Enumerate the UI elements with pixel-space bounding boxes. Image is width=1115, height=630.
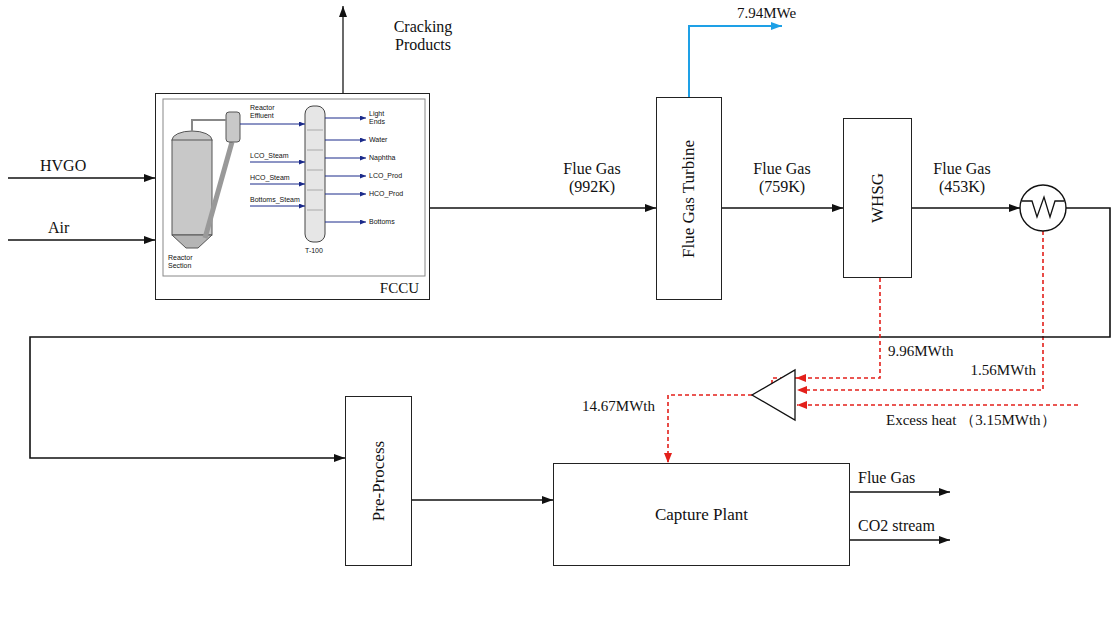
heat-exchanger-coil <box>1022 197 1064 217</box>
annotation-label: 1.56MWth <box>971 362 1036 379</box>
process-box: Capture Plant <box>553 463 850 566</box>
annotation-label: HCO_Prod <box>369 189 403 198</box>
illustration-frame <box>163 99 425 276</box>
annotation-label: Reactor Effluent <box>250 104 290 120</box>
flow-connector <box>412 499 553 501</box>
node-text: Flue Gas Turbine <box>679 139 699 257</box>
stream-arrows <box>240 118 366 222</box>
annotation-label: Air <box>48 219 69 237</box>
annotation-label: T-100 <box>305 246 323 255</box>
process-box: Pre-Process <box>345 396 412 566</box>
annotation-label: Cracking Products <box>377 18 469 55</box>
reactor-illustration <box>172 112 240 248</box>
annotation-label: Water <box>369 135 387 144</box>
product-arrow <box>342 6 344 93</box>
annotation-label: CO2 stream <box>858 517 935 535</box>
outlet-arrow <box>850 491 950 493</box>
annotation-label: LCO_Prod <box>369 171 402 180</box>
column-illustration <box>305 106 325 242</box>
annotation-label: Naphtha <box>369 153 395 162</box>
annotation-label: Bottoms_Steam <box>250 195 300 204</box>
equipment-box: Flue Gas Turbine <box>656 97 722 300</box>
flow-label: 9.96MWth <box>888 343 953 360</box>
node-text: Capture Plant <box>655 505 748 525</box>
equipment-box: WHSG <box>843 118 912 278</box>
annotation-label: HCO_Steam <box>250 173 290 182</box>
node-text: FCCU <box>380 280 419 297</box>
annotation-label: Flue Gas <box>858 469 915 487</box>
annotation-label: Excess heat （3.15MWth） <box>886 412 1056 429</box>
flow-label: Flue Gas (992K) <box>557 160 627 197</box>
outlet-arrow <box>850 539 950 541</box>
annotation-label: 7.94MWe <box>737 5 796 22</box>
heat-line <box>797 404 1078 406</box>
flow-connector <box>668 278 880 463</box>
annotation-label: Light Ends <box>369 110 395 126</box>
feed-arrow <box>8 177 155 179</box>
node-text: Pre-Process <box>369 441 389 521</box>
feed-arrow <box>8 239 155 241</box>
annotation-label: 14.67MWth <box>582 398 655 415</box>
node-text: WHSG <box>868 173 888 223</box>
annotation-label: Bottoms <box>369 217 395 226</box>
flow-connector <box>430 207 656 209</box>
power-arrow <box>689 26 782 97</box>
flow-connector <box>30 208 1110 458</box>
annotation-label: LCO_Steam <box>250 151 289 160</box>
flow-label: Flue Gas (759K) <box>747 160 817 197</box>
flow-arrowhead <box>1009 204 1020 212</box>
mixer-symbol <box>752 370 795 420</box>
heat-line <box>797 231 1043 390</box>
flow-label: Flue Gas (453K) <box>927 160 997 197</box>
heat-arrowhead <box>796 374 806 382</box>
annotation-label: Reactor Section <box>168 254 202 270</box>
heat-exchanger-symbol <box>1020 185 1066 231</box>
annotation-label: HVGO <box>40 157 86 175</box>
flow-connector <box>722 207 843 209</box>
